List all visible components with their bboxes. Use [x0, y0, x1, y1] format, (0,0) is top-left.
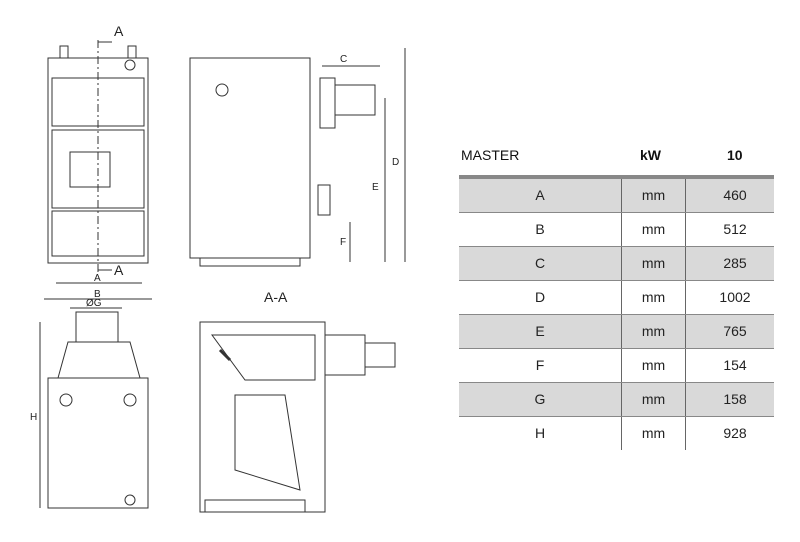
table-header: MASTER kW 10	[459, 137, 774, 175]
section-marker-bottom: A	[114, 262, 124, 278]
cell-value: 928	[723, 425, 747, 441]
cell-dim: C	[534, 255, 546, 271]
cell-unit: mm	[621, 349, 686, 382]
cell-dim: F	[535, 357, 545, 373]
cell-unit: mm	[621, 281, 686, 314]
cell-value: 512	[723, 221, 747, 237]
section-view	[199, 321, 396, 513]
section-marker-top: A	[114, 23, 124, 39]
side-view	[189, 48, 406, 267]
cell-value: 158	[723, 391, 747, 407]
cell-value: 1002	[719, 289, 751, 305]
power-value: 10	[727, 147, 743, 163]
rear-view	[39, 307, 149, 509]
cell-dim: D	[534, 289, 546, 305]
dim-label-c: C	[340, 54, 347, 65]
unit-header: kW	[640, 147, 661, 163]
cell-unit: mm	[621, 247, 686, 280]
cell-unit: mm	[621, 383, 686, 416]
cell-unit: mm	[621, 417, 686, 450]
cell-unit: mm	[621, 213, 686, 246]
cell-value: 285	[723, 255, 747, 271]
cell-dim: H	[534, 425, 546, 441]
dim-label-g: ØG	[86, 298, 102, 309]
cell-dim: B	[535, 221, 545, 237]
front-view	[44, 40, 152, 300]
dim-label-h: H	[30, 412, 37, 423]
header-rule	[459, 175, 774, 179]
dim-label-e: E	[372, 182, 379, 193]
cell-value: 765	[723, 323, 747, 339]
cell-unit: mm	[621, 179, 686, 212]
cell-unit: mm	[621, 315, 686, 348]
cell-dim: A	[535, 187, 545, 203]
cell-dim: G	[534, 391, 546, 407]
model-name: MASTER	[461, 147, 520, 163]
dim-label-a: A	[94, 273, 101, 284]
cell-dim: E	[535, 323, 545, 339]
dim-label-f: F	[340, 237, 346, 248]
dim-label-d: D	[392, 157, 399, 168]
cell-value: 460	[723, 187, 747, 203]
section-title: A-A	[264, 289, 288, 305]
dim-label-b: B	[94, 289, 101, 300]
cell-value: 154	[723, 357, 747, 373]
